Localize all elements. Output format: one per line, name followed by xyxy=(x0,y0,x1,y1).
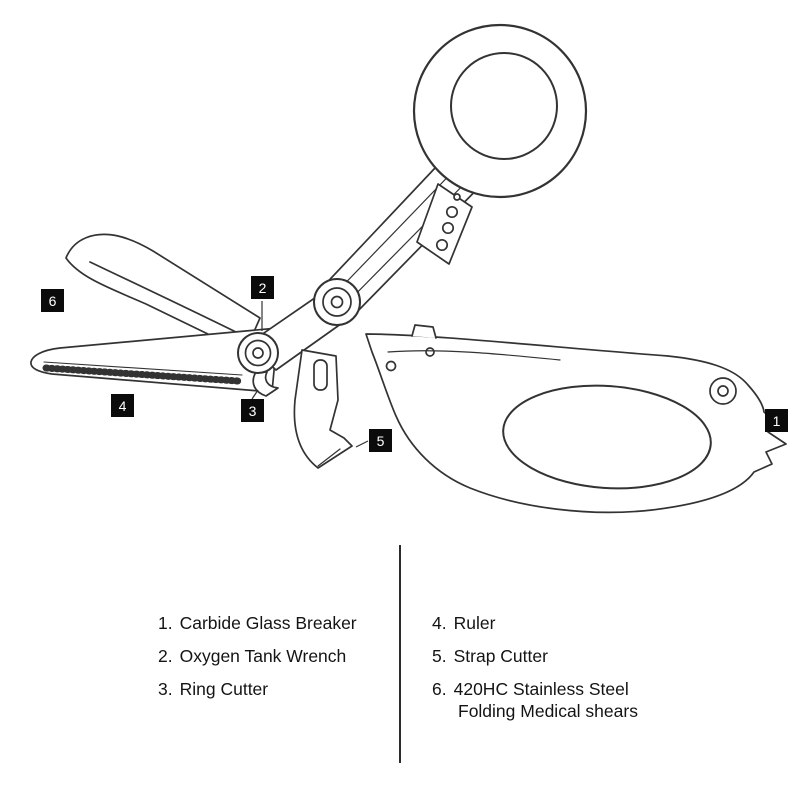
legend-item-6-label-line2: Folding Medical shears xyxy=(458,701,638,721)
ring-handle-inner xyxy=(450,52,558,160)
plate-hole-4 xyxy=(453,193,461,201)
legend-item-5-label: Strap Cutter xyxy=(453,646,548,666)
callout-2: 2 xyxy=(251,276,274,299)
plate-hole-3 xyxy=(435,238,449,252)
plate-hole-1 xyxy=(445,205,459,219)
shears-blade-edge-line xyxy=(89,261,241,335)
ruler-ticks xyxy=(42,364,242,385)
callout-5: 5 xyxy=(369,429,392,452)
legend-item-6-label: 420HC Stainless Steel xyxy=(453,679,629,699)
handle-inner-line xyxy=(387,350,561,361)
callout-4: 4 xyxy=(111,394,134,417)
handle-oval-cutout xyxy=(502,384,712,490)
strap-cutter-notch xyxy=(317,448,341,467)
legend-item-5-number: 5. xyxy=(432,646,447,666)
lanyard-ring-inner xyxy=(717,385,729,397)
callout-line-5 xyxy=(355,440,369,448)
legend-item-1: 1. Carbide Glass Breaker xyxy=(158,612,357,634)
legend-item-2-number: 2. xyxy=(158,646,173,666)
legend-item-4-label: Ruler xyxy=(453,613,496,633)
legend-item-4: 4. Ruler xyxy=(432,612,638,634)
legend-item-3-number: 3. xyxy=(158,679,173,699)
legend-item-2-label: Oxygen Tank Wrench xyxy=(179,646,347,666)
plate-hole-2 xyxy=(441,221,455,235)
tool-illustration xyxy=(30,23,787,514)
ring-cutter-hook xyxy=(252,371,279,397)
legend-left-column: 1. Carbide Glass Breaker 2. Oxygen Tank Wr… xyxy=(158,612,357,700)
pivot-screw-upper-center xyxy=(330,295,344,309)
legend-item-4-number: 4. xyxy=(432,613,447,633)
ruler-baseline xyxy=(43,361,243,376)
legend-item-6-number: 6. xyxy=(432,679,447,699)
legend-divider xyxy=(399,545,401,763)
link-screw xyxy=(385,360,397,372)
scissor-blade xyxy=(30,327,279,393)
legend-item-5: 5. Strap Cutter xyxy=(432,645,638,667)
strap-cutter xyxy=(293,349,353,469)
callout-lines xyxy=(251,301,369,448)
shaft-inner-line-2 xyxy=(340,170,478,310)
wrench-slot xyxy=(313,359,328,391)
callout-6: 6 xyxy=(41,289,64,312)
handle-lock-tab xyxy=(411,324,437,339)
callout-line-3 xyxy=(251,389,259,400)
callout-1: 1 xyxy=(765,409,788,432)
legend-item-6: 6. 420HC Stainless Steel Folding Medical … xyxy=(432,678,638,722)
callout-3: 3 xyxy=(241,399,264,422)
legend-item-3-label: Ring Cutter xyxy=(179,679,269,699)
handle-screw xyxy=(425,347,435,357)
shaft-inner-line-1 xyxy=(329,160,464,300)
legend-item-1-label: Carbide Glass Breaker xyxy=(179,613,357,633)
legend-item-1-number: 1. xyxy=(158,613,173,633)
legend-item-3: 3. Ring Cutter xyxy=(158,678,357,700)
pivot-screw-lower-center xyxy=(252,347,264,359)
legend-item-2: 2. Oxygen Tank Wrench xyxy=(158,645,357,667)
folding-shears-blade xyxy=(65,233,261,353)
legend-right-column: 4. Ruler 5. Strap Cutter 6. 420HC Stainless… xyxy=(432,612,638,722)
